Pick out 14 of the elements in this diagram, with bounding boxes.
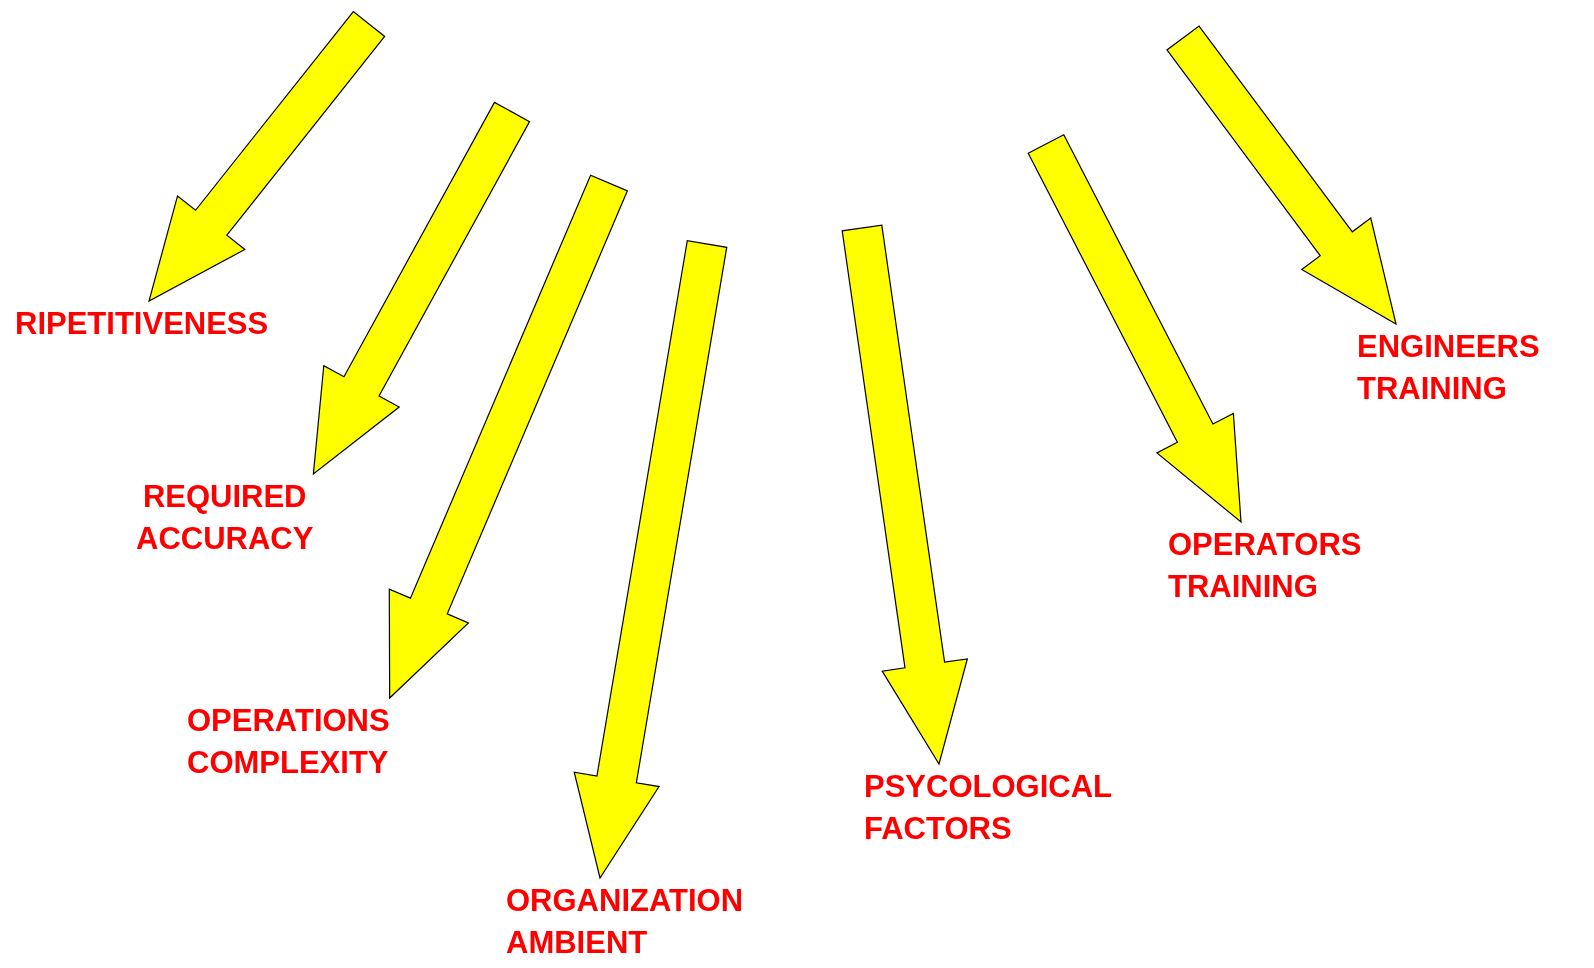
factor-label: OPERATORS TRAINING [1168,524,1362,608]
block-arrow [1166,25,1397,326]
block-arrow [148,10,386,303]
block-arrow [312,101,531,476]
block-arrow [1027,134,1242,524]
factor-label: PSYCOLOGICAL FACTORS [864,766,1112,850]
factor-label: ENGINEERS TRAINING [1357,326,1540,410]
factor-label: RIPETITIVENESS [15,303,269,345]
factor-label: OPERATIONS COMPLEXITY [187,700,390,784]
block-arrow [841,224,969,766]
factor-label: REQUIRED ACCURACY [136,476,314,560]
factor-label: ORGANIZATION AMBIENT [506,880,744,964]
block-arrow [388,174,629,700]
block-arrow [573,239,728,880]
